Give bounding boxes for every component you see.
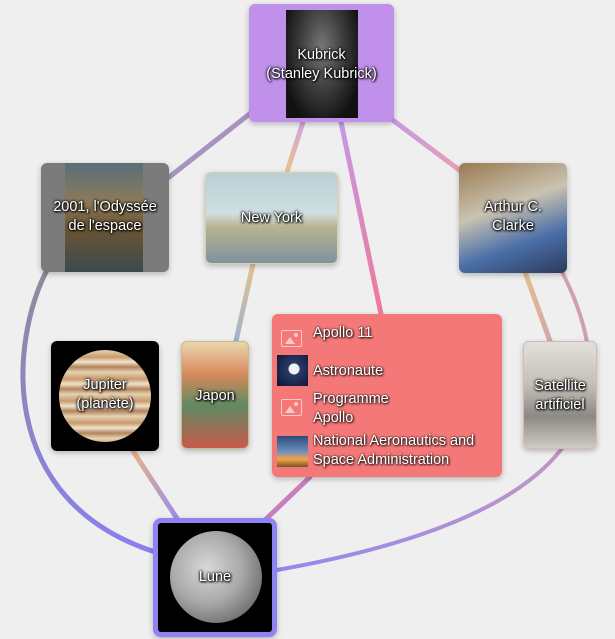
node-satellite-artificiel[interactable]: Satellite artificiel — [523, 341, 597, 449]
node-clarke-label: Arthur C. Clarke — [483, 199, 542, 234]
node-jupiter[interactable]: Jupiter (planète) — [51, 341, 159, 451]
node-2001-label: 2001, l'Odyssée de l'espace — [53, 199, 157, 234]
node-lune[interactable]: Lune — [153, 518, 277, 637]
edge-kubrick-apollo — [338, 119, 384, 317]
apollo-item-astronaute[interactable]: Astronaute — [277, 355, 498, 386]
node-japon[interactable]: Japon — [181, 341, 249, 449]
apollo-item-programme-apollo[interactable]: Programme Apollo — [277, 390, 498, 428]
node-lune-label: Lune — [198, 569, 232, 585]
apollo-item-label: Programme Apollo — [313, 391, 389, 426]
apollo-item-label: Apollo 11 — [313, 325, 373, 341]
apollo-item-label: National Aeronautics and Space Administr… — [313, 433, 475, 468]
node-jupiter-label: Jupiter (planète) — [76, 377, 134, 412]
edge-odyssey-lune — [20, 265, 158, 555]
edge-clarke-lune — [275, 266, 592, 572]
node-kubrick-label: Kubrick (Stanley Kubrick) — [266, 47, 377, 82]
edge-apollo-lune — [262, 474, 313, 523]
edge-clarke-satellite — [522, 269, 553, 344]
apollo-item-label: Astronaute — [313, 363, 384, 379]
jupiter-image — [59, 350, 151, 442]
image-placeholder-icon — [281, 330, 302, 347]
node-kubrick[interactable]: Kubrick (Stanley Kubrick) — [249, 4, 394, 122]
image-placeholder-icon — [281, 399, 302, 416]
astronaut-thumbnail — [277, 355, 308, 386]
moon-image — [170, 531, 262, 623]
apollo-item-nasa[interactable]: National Aeronautics and Space Administr… — [277, 432, 498, 470]
edge-kubrick-newyork — [284, 119, 306, 175]
edge-jupiter-lune — [130, 448, 181, 523]
node-satellite-label: Satellite artificiel — [534, 378, 586, 413]
node-apollo-group[interactable]: Apollo 11 Astronaute Programme Apollo Na… — [272, 314, 502, 477]
kubrick-portrait-image — [286, 10, 358, 118]
edge-kubrick-clarke — [387, 115, 465, 175]
edge-newyork-japon — [233, 261, 256, 344]
odyssey-still-image — [65, 163, 143, 272]
node-2001-odyssey[interactable]: 2001, l'Odyssée de l'espace — [41, 163, 169, 272]
node-japon-label: Japon — [195, 388, 235, 404]
node-newyork-label: New York — [240, 210, 303, 226]
apollo-item-apollo-11[interactable]: Apollo 11 — [277, 324, 498, 355]
rocket-launch-thumbnail — [277, 436, 308, 467]
edge-kubrick-odyssey — [165, 109, 255, 181]
node-arthur-c-clarke[interactable]: Arthur C. Clarke — [459, 163, 567, 273]
node-new-york[interactable]: New York — [205, 172, 338, 264]
